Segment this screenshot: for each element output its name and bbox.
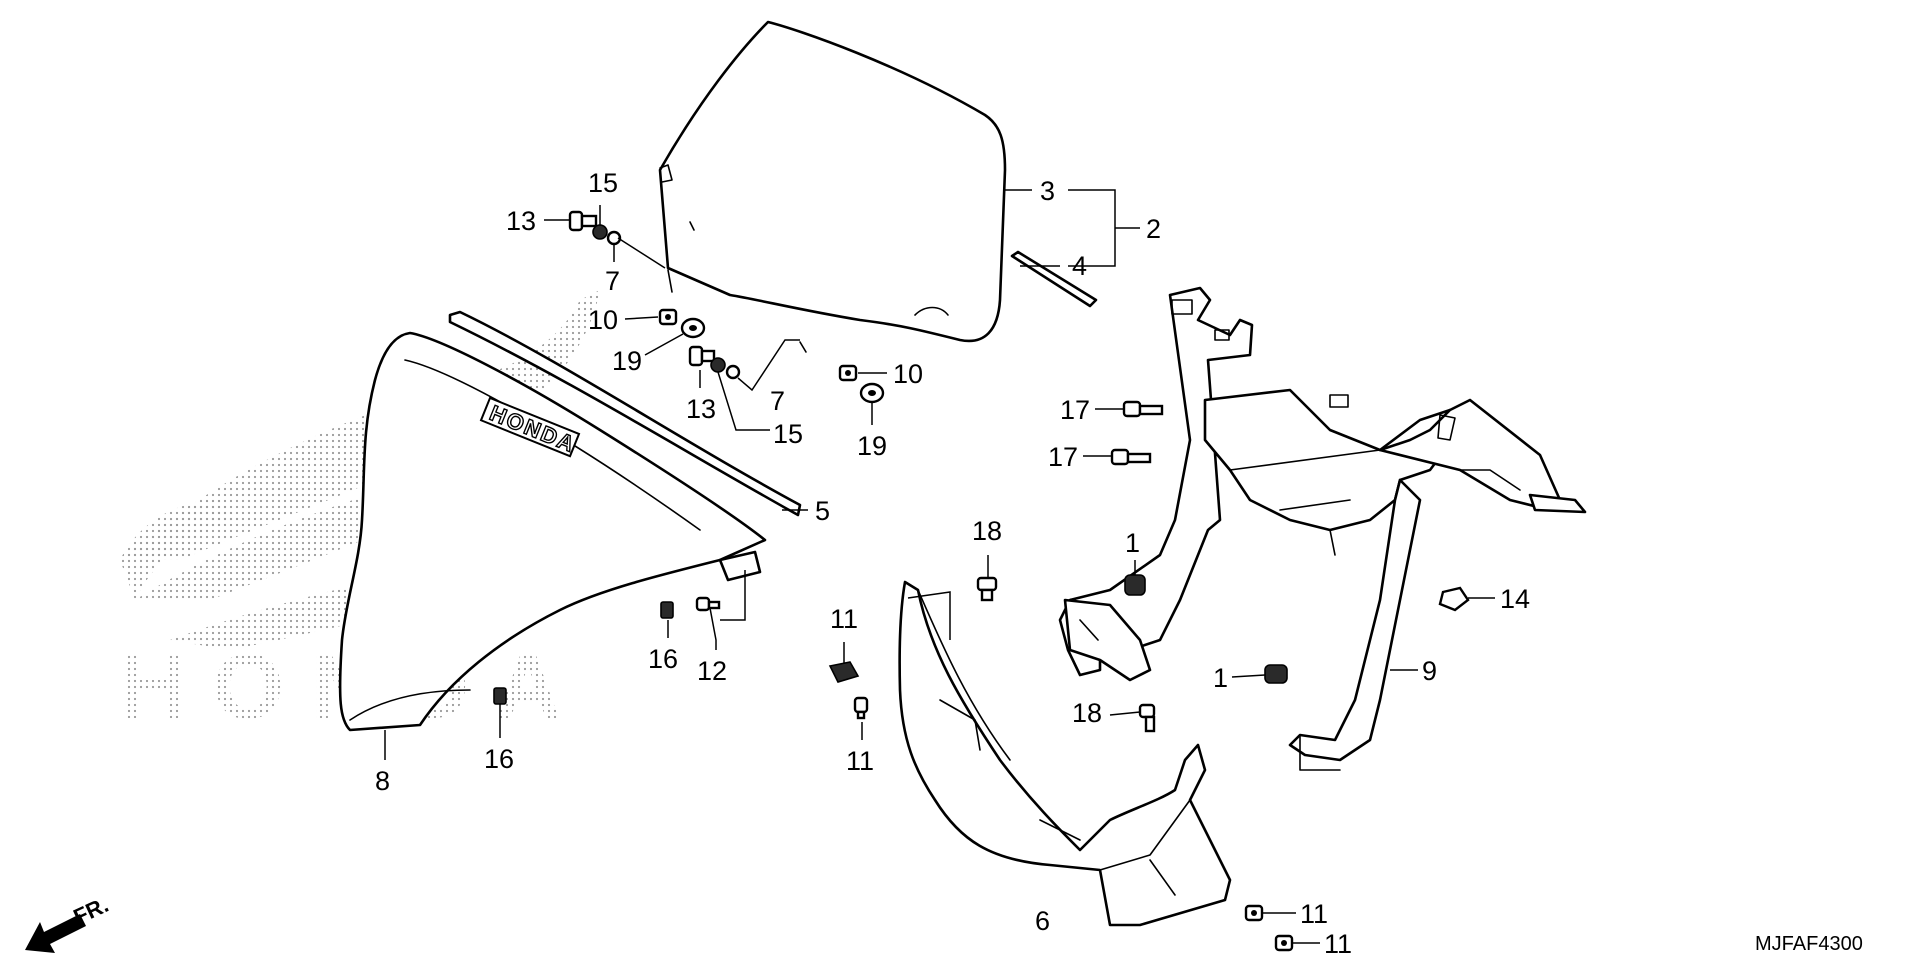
nut-10-upper	[658, 308, 678, 326]
screw-18-upper	[976, 576, 998, 602]
washer-7-lower	[725, 364, 741, 380]
callout-7-lower: 7	[770, 386, 785, 416]
callout-2: 2	[1146, 214, 1161, 244]
nut-11-b	[853, 696, 869, 720]
lower-mount-bracket	[1063, 598, 1152, 682]
nut-11-d	[1274, 934, 1294, 952]
rubber-mount-1-lower	[1264, 664, 1288, 684]
callout-10-upper: 10	[588, 305, 618, 335]
callout-14: 14	[1500, 584, 1530, 614]
callout-18-upper: 18	[972, 516, 1002, 546]
callout-11-c: 11	[1300, 899, 1328, 929]
leader-lines	[384, 189, 1495, 944]
nut-11-c	[1244, 904, 1264, 922]
grommet-19-lower	[859, 382, 885, 404]
callout-19-lower: 19	[857, 431, 887, 461]
callout-11-a: 11	[830, 604, 858, 634]
callout-11-b: 11	[846, 746, 874, 776]
callout-15-lower: 15	[773, 419, 803, 449]
screw-18-lower	[1138, 703, 1156, 733]
nut-10-lower	[838, 364, 858, 382]
screw-13-lower	[688, 345, 716, 367]
clip-16-upper	[660, 601, 674, 619]
bolt-17-lower	[1110, 448, 1152, 466]
callout-16-lower: 16	[484, 744, 514, 774]
callout-4: 4	[1072, 251, 1087, 281]
callout-18-lower: 18	[1072, 698, 1102, 728]
callout-6: 6	[1035, 906, 1050, 936]
callout-19-upper: 19	[612, 346, 642, 376]
callout-7-upper: 7	[605, 266, 620, 296]
nut-14	[1438, 586, 1470, 612]
callout-3: 3	[1040, 176, 1055, 206]
callout-15-upper: 15	[588, 168, 618, 198]
callout-12: 12	[697, 656, 727, 686]
callout-11-d: 11	[1324, 929, 1352, 959]
diagram-code: MJFAF4300	[1755, 933, 1863, 955]
callout-5: 5	[815, 496, 830, 526]
hardware	[493, 210, 1470, 952]
bolt-17-upper	[1122, 400, 1164, 418]
callout-17-upper: 17	[1060, 395, 1090, 425]
cover-bracket	[718, 550, 762, 582]
washer-15-upper	[592, 224, 608, 240]
callout-1-lower: 1	[1213, 663, 1228, 693]
callout-8: 8	[375, 766, 390, 796]
front-direction-arrow: FR.	[25, 892, 112, 953]
callout-1-upper: 1	[1125, 528, 1140, 558]
grommet-19-upper	[680, 317, 706, 339]
inner-panel-part	[898, 580, 1232, 927]
windscreen-part	[658, 20, 1007, 353]
screw-13-upper	[568, 210, 598, 232]
callout-9: 9	[1422, 656, 1437, 686]
clip-16-lower	[493, 687, 507, 705]
rubber-mount-1-upper	[1124, 574, 1146, 596]
washer-15-lower	[710, 357, 726, 373]
front-cover-part	[338, 331, 767, 732]
callout-17-lower: 17	[1048, 442, 1078, 472]
nut-11-a	[828, 661, 860, 683]
callouts: 1 1 2 3 4 5 6 7 7 8 9 10 10 11 11 11 11 …	[375, 168, 1530, 959]
callout-13-upper: 13	[506, 206, 536, 236]
callout-16-upper: 16	[648, 644, 678, 674]
callout-13-lower: 13	[686, 394, 716, 424]
callout-10-lower: 10	[893, 359, 923, 389]
screw-12	[695, 596, 721, 612]
